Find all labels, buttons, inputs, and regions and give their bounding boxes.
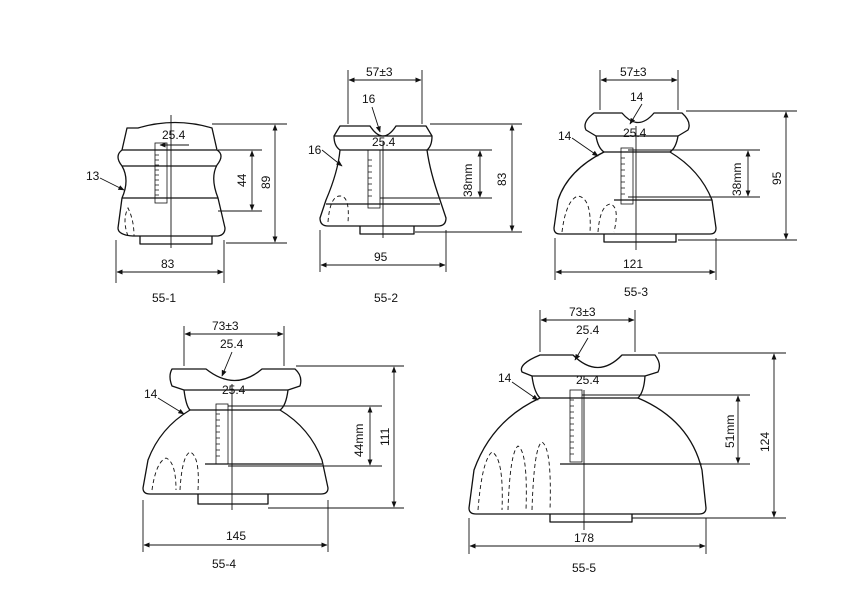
caption-55-5: 55-5 [572,561,596,575]
dim-55-2-thread: 38mm [461,164,475,197]
dim-55-5-groove: 73±3 [569,305,596,319]
dim-55-4-pin: 25.4 [222,383,246,397]
caption-55-1: 55-1 [152,291,176,305]
dim-55-4-thread: 44mm [352,424,366,457]
dim-55-5-top: 25.4 [576,323,600,337]
insulator-55-3: 57±3 14 25.4 38mm 95 121 14 55-3 [553,65,797,299]
dim-55-3-height: 95 [770,171,784,185]
caption-55-3: 55-3 [624,285,648,299]
dim-55-4-height: 111 [378,427,392,446]
dim-55-3-thread: 38mm [730,163,744,196]
dim-55-4-side: 14 [144,387,158,401]
dim-55-3-top: 25.4 [623,126,647,140]
dim-55-3-side: 14 [558,129,572,143]
dim-55-2-width: 95 [374,250,388,264]
insulator-55-3-outline [553,112,717,235]
insulator-55-4: 73±3 25.4 25.4 44mm 111 145 14 55-4 [142,319,404,571]
dim-55-2-height: 83 [495,172,509,186]
dim-55-3-groove-radius: 14 [630,90,644,104]
dim-55-1-height: 89 [259,175,273,189]
insulator-55-5: 73±3 25.4 25.4 51mm 124 178 14 55-5 [468,305,786,575]
dim-55-3-width: 121 [623,257,643,271]
dim-55-5-pin: 25.4 [576,373,600,387]
dim-55-1-side: 13 [86,169,100,183]
dim-55-4-top: 25.4 [220,337,244,351]
dim-55-5-thread: 51mm [723,415,737,448]
dim-55-4-width: 145 [226,529,246,543]
dim-55-1-thread: 44 [235,173,249,187]
insulator-55-5-outline [468,354,707,515]
dim-55-2-top: 25.4 [372,135,396,149]
dim-55-2-groove: 57±3 [366,65,393,79]
caption-55-4: 55-4 [212,557,236,571]
insulator-55-2-outline [319,125,447,227]
dim-55-4-groove: 73±3 [212,319,239,333]
insulator-55-4-outline [142,368,329,495]
dim-55-2-groove-radius: 16 [362,92,376,106]
dim-55-5-height: 124 [758,432,772,452]
dim-55-5-side: 14 [498,371,512,385]
dim-55-3-groove: 57±3 [620,65,647,79]
dim-55-1-top: 25.4 [162,128,186,142]
dim-55-2-side: 16 [308,143,322,157]
insulator-55-1: 25.4 44 89 83 13 55-1 [86,115,287,305]
dim-55-1-width: 83 [161,257,175,271]
caption-55-2: 55-2 [374,291,398,305]
insulator-55-2: 57±3 16 25.4 38mm 83 95 16 55-2 [308,65,522,305]
dim-55-5-width: 178 [574,531,594,545]
